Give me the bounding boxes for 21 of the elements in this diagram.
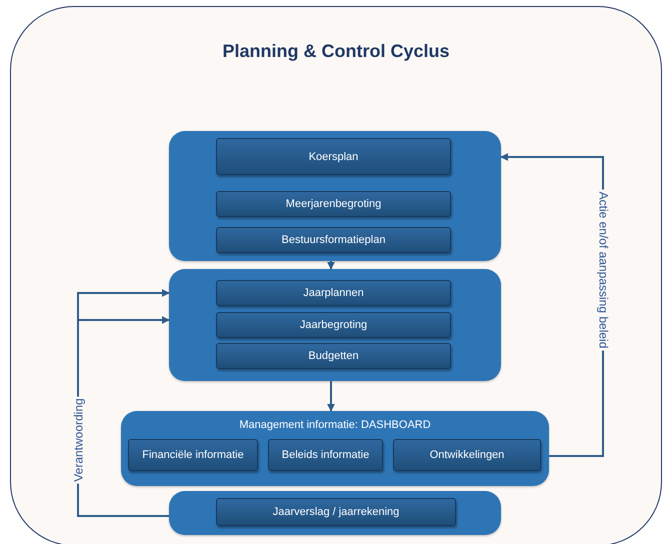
arrow (327, 381, 335, 412)
process-box: Beleids informatie (268, 439, 383, 471)
group-panel (169, 491, 501, 535)
group-panel (169, 269, 501, 381)
group-panel (121, 411, 549, 486)
edge-label: Actie en/of aanpassing beleid (594, 190, 611, 350)
group-panel (169, 131, 501, 261)
arrow (327, 261, 335, 270)
process-box: Jaarplannen (216, 280, 451, 306)
arrow (500, 153, 604, 457)
cycle-panel (10, 6, 662, 544)
process-box: Meerjarenbegroting (216, 191, 451, 217)
panel-heading: Planning & Control Cyclus (221, 41, 450, 62)
process-box: Ontwikkelingen (393, 439, 541, 471)
process-box: Koersplan (216, 138, 451, 175)
process-box: Jaarbegroting (216, 312, 451, 338)
process-box: Financiële informatie (128, 439, 258, 471)
process-box: Bestuursformatieplan (216, 227, 451, 253)
group-heading: Management informatie: DASHBOARD (238, 419, 432, 431)
process-box: Budgetten (216, 343, 451, 369)
process-box: Jaarverslag / jaarrekening (216, 498, 456, 526)
